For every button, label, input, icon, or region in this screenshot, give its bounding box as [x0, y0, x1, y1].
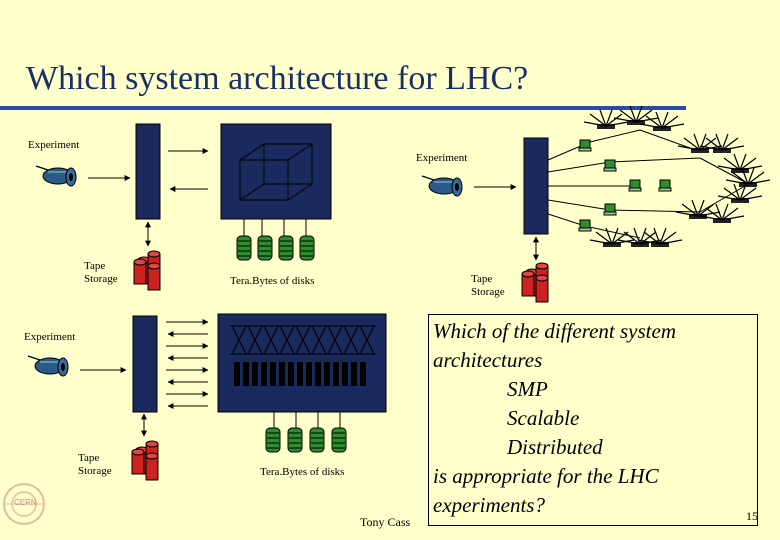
- tape-cluster-icon: [133, 250, 161, 291]
- author-footer: Tony Cass: [360, 515, 411, 529]
- detector-icon: [421, 175, 463, 197]
- tape-storage-line1: Tape: [471, 273, 493, 285]
- disk-stack-icon: [265, 427, 281, 453]
- tape-storage-label: Tape Storage: [78, 452, 112, 478]
- question-line: is appropriate for the LHC: [433, 464, 659, 488]
- option-distributed: Distributed: [507, 435, 603, 459]
- tape-cluster-icon: [131, 440, 159, 481]
- detector-icon: [27, 355, 69, 377]
- cern-logo-icon: [3, 483, 45, 525]
- question-line: experiments?: [433, 493, 545, 517]
- tape-storage-label: Tape Storage: [84, 260, 118, 286]
- workstation-icon: [578, 139, 592, 152]
- experiment-label: Experiment: [416, 152, 468, 164]
- disks-label: Tera.Bytes of disks: [230, 275, 315, 287]
- disks-label: Tera.Bytes of disks: [260, 466, 345, 478]
- router-column: [523, 137, 549, 235]
- disk-stack-icon: [236, 235, 252, 261]
- tape-storage-line2: Storage: [471, 286, 505, 298]
- slide-title: Which system architecture for LHC?: [26, 60, 529, 97]
- experiment-label: Experiment: [24, 331, 76, 343]
- smp-server: [220, 123, 332, 220]
- tape-storage-line1: Tape: [84, 260, 106, 272]
- router-column: [135, 123, 161, 220]
- experiment-label: Experiment: [28, 139, 80, 151]
- tape-storage-label: Tape Storage: [471, 273, 505, 299]
- router-column: [132, 315, 158, 413]
- page-number: 15: [746, 509, 758, 523]
- tape-storage-line1: Tape: [78, 452, 100, 464]
- title-underline: [0, 106, 686, 110]
- distributed-architecture: [421, 105, 771, 303]
- option-scalable: Scalable: [507, 406, 580, 430]
- detector-icon: [35, 165, 77, 187]
- smp-architecture: [35, 123, 332, 291]
- scalable-architecture: [27, 313, 387, 481]
- tape-cluster-icon: [521, 262, 549, 303]
- question-textbox: Which of the different system architectu…: [428, 314, 758, 526]
- question-line: architectures: [433, 348, 543, 372]
- option-smp: SMP: [507, 377, 548, 401]
- logo-text: CERN: [14, 498, 37, 507]
- question-line: Which of the different system: [433, 319, 676, 343]
- tape-storage-line2: Storage: [78, 465, 112, 477]
- tape-storage-line2: Storage: [84, 273, 118, 285]
